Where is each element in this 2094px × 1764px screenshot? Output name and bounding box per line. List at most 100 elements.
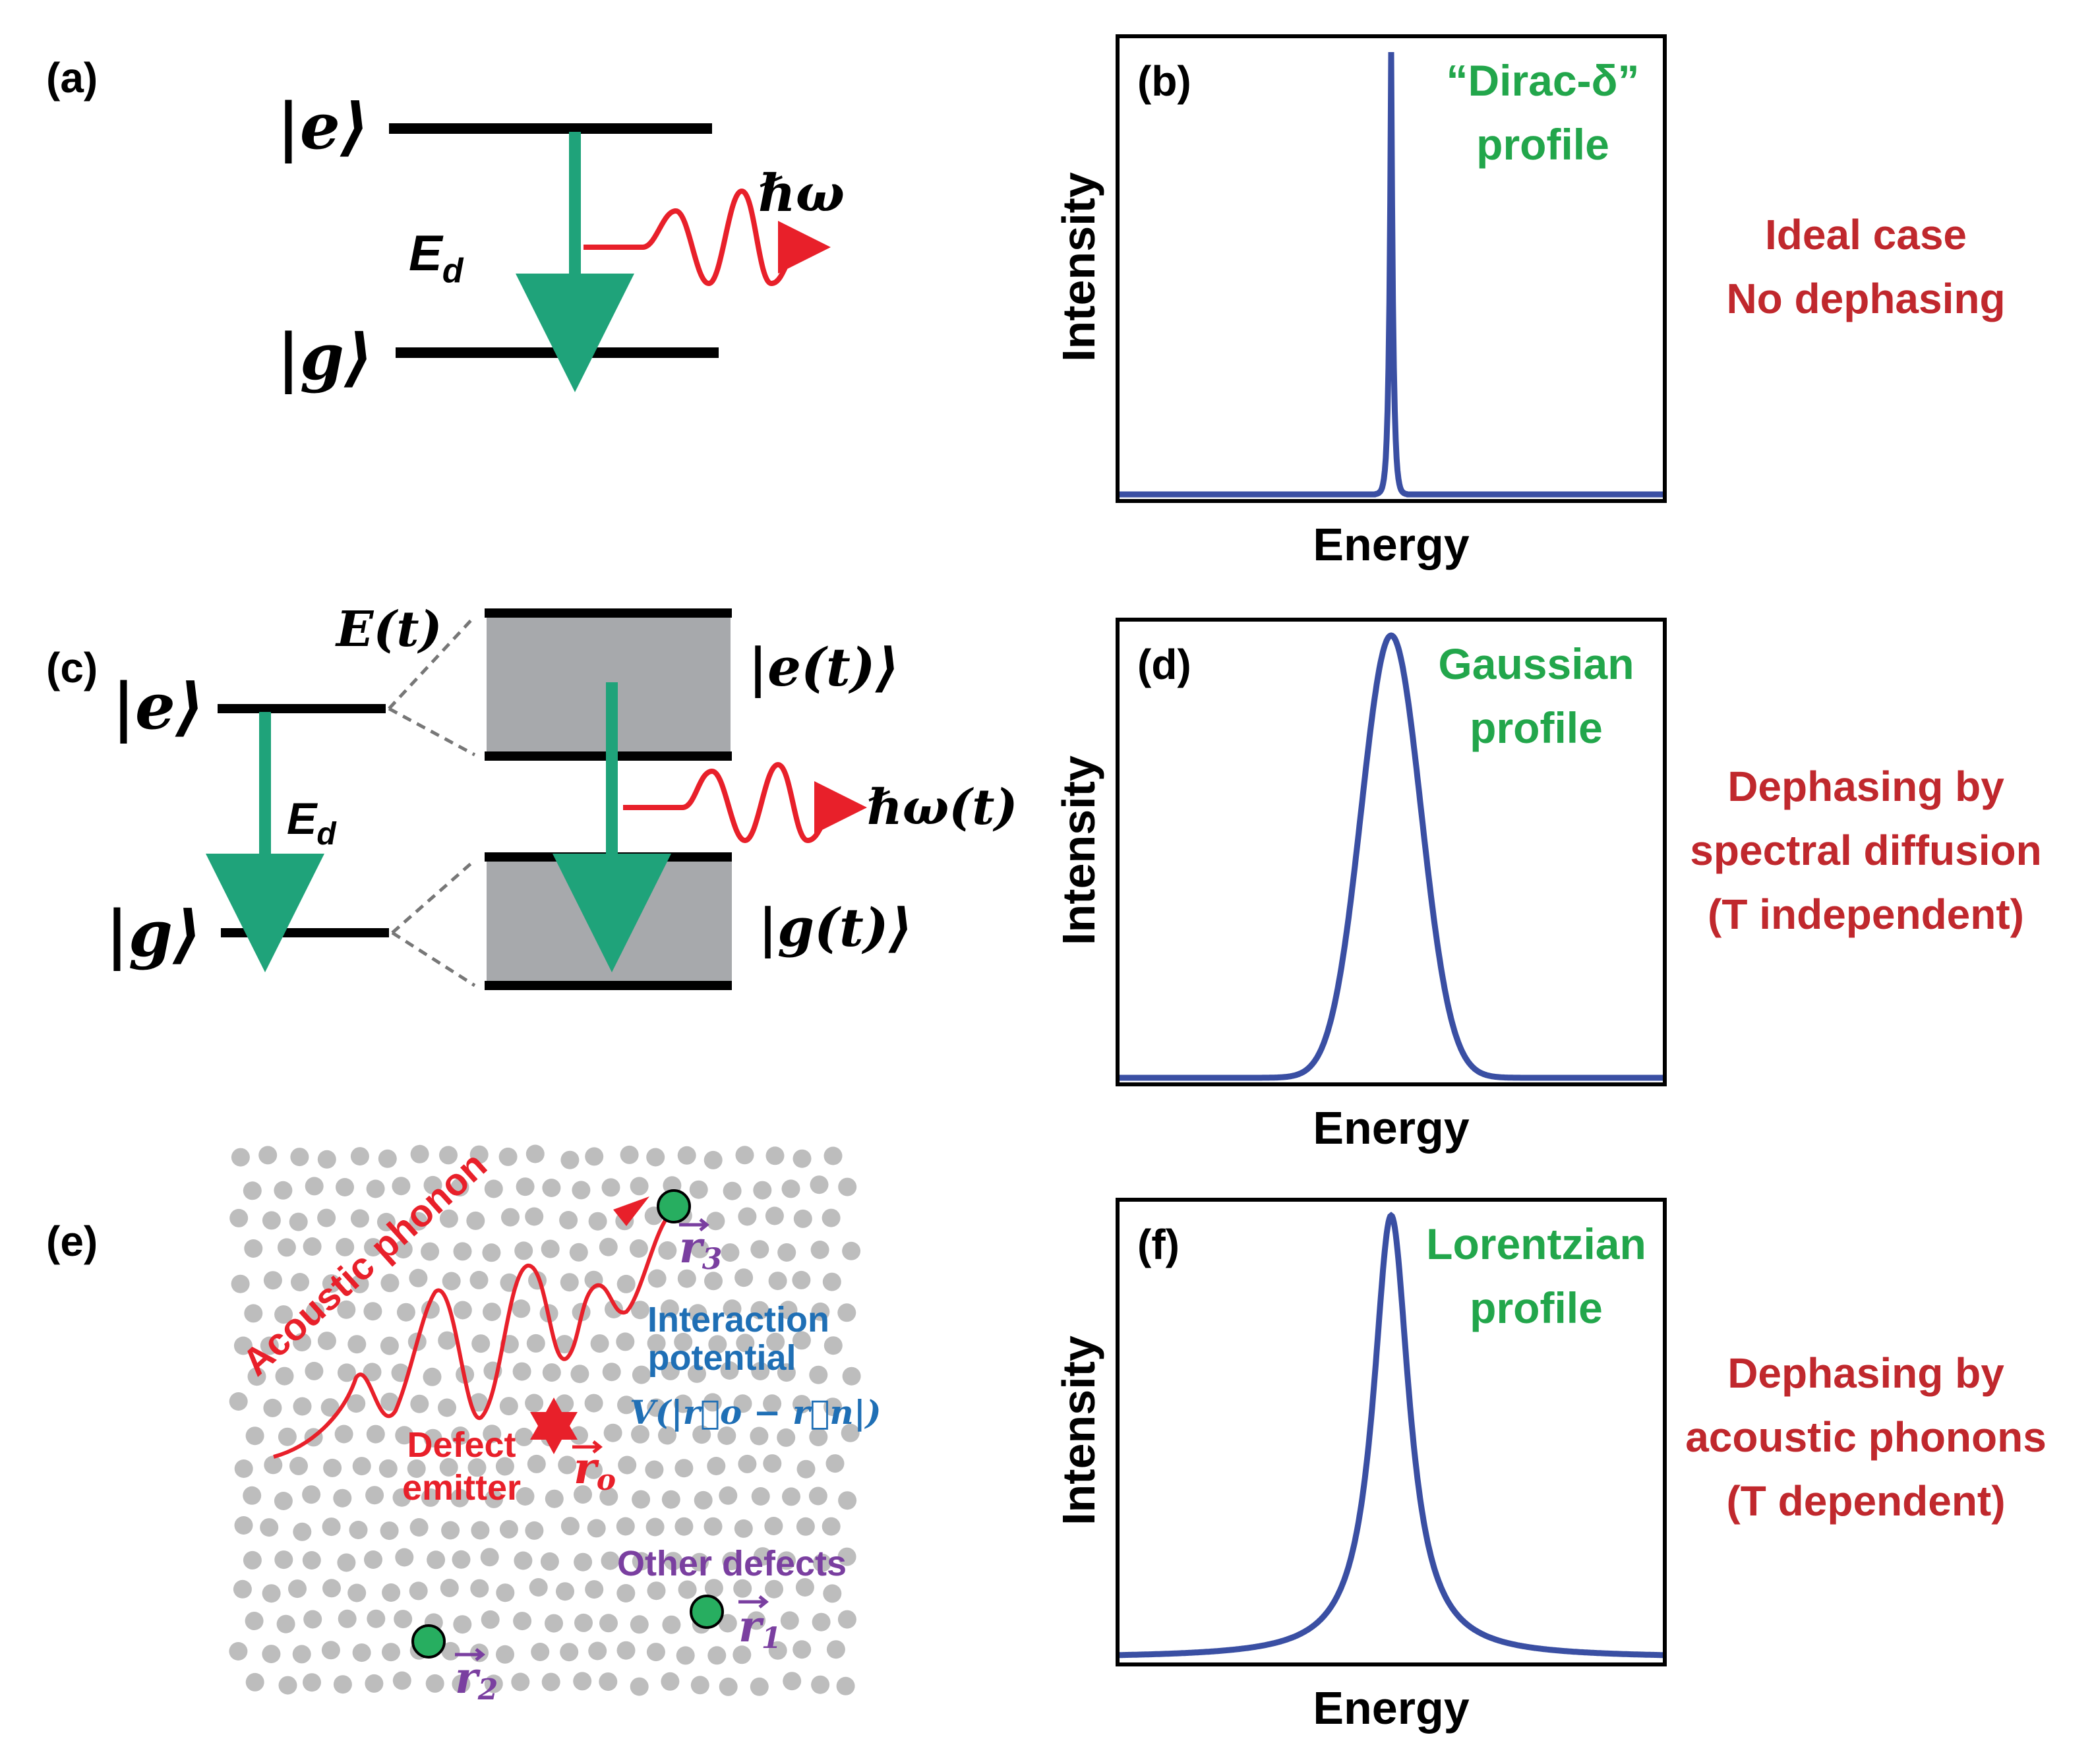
lattice-atom	[243, 1550, 262, 1570]
lattice-atom	[245, 1426, 264, 1446]
lattice-atom	[514, 1427, 533, 1446]
lattice-atom	[407, 1459, 426, 1478]
lattice-atom	[321, 1641, 340, 1660]
lattice-atom	[646, 1643, 665, 1662]
panel-b-label: (b)	[1137, 57, 1191, 105]
lattice-atom	[333, 1675, 352, 1694]
lattice-atom	[647, 1334, 666, 1353]
lattice-atom	[750, 1301, 769, 1320]
lattice-atom	[620, 1145, 639, 1164]
lattice-atom	[542, 1179, 561, 1197]
lattice-atom	[229, 1208, 249, 1227]
lattice-atom	[322, 1274, 341, 1293]
lattice-atom	[792, 1331, 811, 1350]
lattice-atom	[810, 1175, 829, 1194]
lattice-atom	[262, 1645, 281, 1664]
position-r3-label: r3	[679, 1218, 722, 1276]
lattice-atom	[658, 1241, 677, 1260]
svg-text:r1: r1	[738, 1601, 781, 1655]
lattice-atom	[733, 1579, 752, 1598]
lattice-atom	[837, 1610, 856, 1629]
lattice-atom	[452, 1550, 471, 1569]
lattice-atoms	[229, 1144, 861, 1696]
lattice-atom	[289, 1212, 308, 1231]
lattice-atom	[496, 1645, 514, 1664]
lattice-atom	[469, 1393, 488, 1412]
lattice-atom	[631, 1301, 649, 1320]
lattice-atom	[599, 1487, 618, 1506]
lattice-atom	[733, 1394, 752, 1413]
lattice-atom	[499, 1397, 518, 1416]
lattice-atom	[766, 1332, 785, 1351]
lattice-atom	[323, 1458, 342, 1477]
x-axis-label-f: Energy	[1313, 1682, 1469, 1734]
lattice-atom	[601, 1178, 620, 1197]
lattice-atom	[469, 1270, 489, 1289]
lattice-atom	[616, 1274, 636, 1293]
lattice-atom	[453, 1301, 472, 1320]
time-energy-label: E(t)	[335, 601, 442, 658]
lattice-atom	[647, 1269, 667, 1288]
lattice-atom	[677, 1146, 696, 1165]
lattice-atom	[747, 1611, 766, 1630]
lattice-atom	[688, 1364, 706, 1383]
lattice-atom	[603, 1423, 622, 1442]
caption-f-line3: (T dependent)	[1726, 1477, 2005, 1525]
lattice-atom	[811, 1302, 830, 1321]
lattice-atom	[569, 1243, 588, 1262]
lattice-atom	[410, 1144, 429, 1163]
lattice-atom	[750, 1677, 769, 1696]
lattice-atom	[560, 1643, 579, 1662]
lattice-atom	[512, 1362, 531, 1381]
lattice-atom	[322, 1517, 341, 1537]
lattice-atom	[723, 1299, 742, 1318]
lattice-atom	[513, 1612, 532, 1631]
lattice-atom	[364, 1550, 382, 1569]
lattice-atom	[599, 1237, 618, 1256]
lattice-atom	[480, 1548, 499, 1567]
dashed-connector-4	[391, 931, 476, 987]
x-axis-label-d: Energy	[1313, 1102, 1469, 1154]
energy-label: Ed	[409, 225, 464, 290]
lattice-atom	[511, 1672, 530, 1691]
lattice-atom	[352, 1643, 371, 1662]
lattice-atom	[380, 1392, 400, 1411]
lattice-atom	[395, 1426, 414, 1445]
lattice-atom	[572, 1181, 591, 1200]
lattice-atom	[555, 1335, 574, 1354]
lattice-atom	[365, 1486, 384, 1505]
lattice-atom	[364, 1238, 382, 1257]
lattice-atom	[452, 1674, 471, 1693]
lattice-atom	[753, 1547, 772, 1566]
lattice-atom	[590, 1334, 609, 1353]
position-r2-label: r2	[455, 1648, 498, 1707]
lattice-atom	[630, 1677, 649, 1696]
lattice-atom	[809, 1428, 828, 1446]
lattice-atom	[245, 1672, 264, 1691]
caption-f-line2: acoustic phonons	[1685, 1413, 2047, 1461]
lattice-atom	[337, 1553, 356, 1572]
lattice-atom	[233, 1336, 253, 1355]
lattice-atom	[545, 1489, 564, 1508]
lattice-atom	[337, 1363, 356, 1382]
lattice-atom	[514, 1241, 533, 1260]
lattice-atom	[302, 1485, 321, 1504]
lattice-atom	[765, 1579, 783, 1599]
lattice-atom	[347, 1583, 367, 1602]
lattice-atom	[423, 1175, 442, 1194]
lattice-atom	[676, 1646, 695, 1665]
lattice-atom	[836, 1676, 855, 1695]
lattice-atom	[570, 1426, 588, 1445]
lattice-atom	[717, 1426, 736, 1445]
ground-state-label: |g⟩	[277, 320, 373, 394]
lorentzian-profile-curve	[1120, 1212, 1663, 1659]
lattice-atom	[529, 1578, 548, 1597]
lattice-atom	[469, 1145, 489, 1164]
lattice-atom	[793, 1209, 812, 1228]
lattice-atom	[260, 1336, 279, 1355]
lattice-atom	[291, 1273, 309, 1291]
lattice-atom	[498, 1147, 518, 1166]
lattice-atom	[826, 1640, 845, 1659]
lattice-atom	[570, 1365, 589, 1384]
lattice-atom	[587, 1519, 606, 1538]
